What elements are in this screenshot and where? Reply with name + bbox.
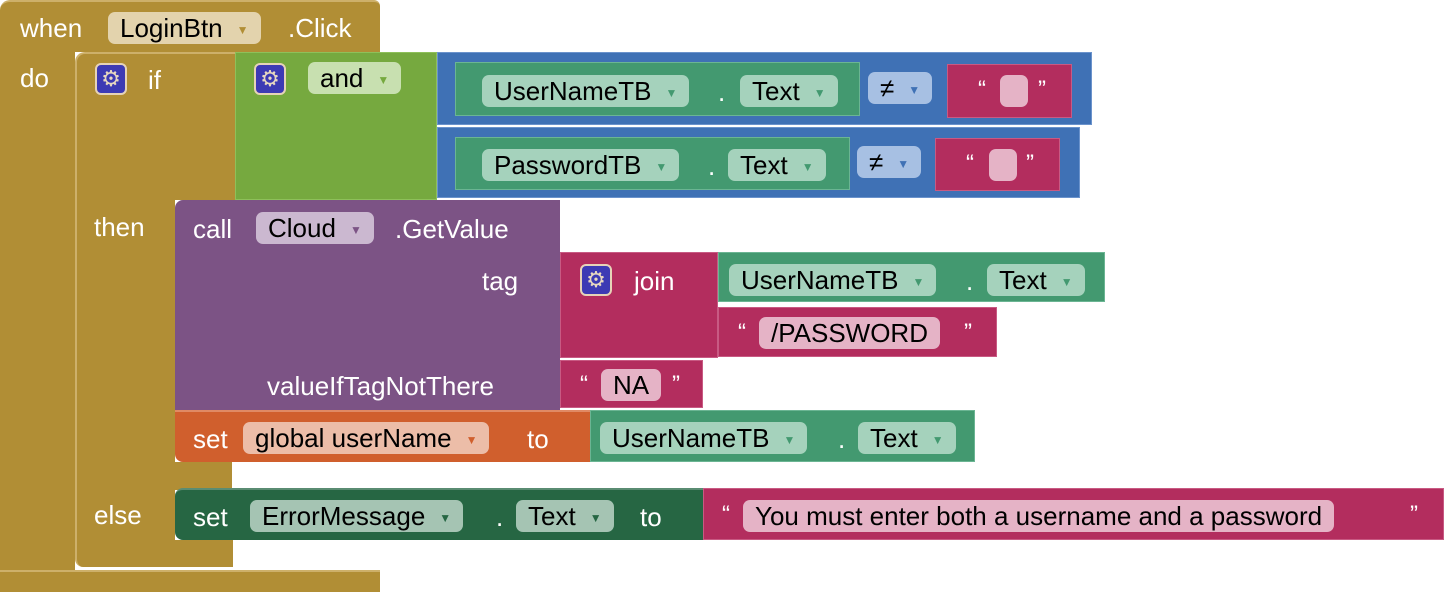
component-dropdown[interactable]: UserNameTB ▼ [482,75,690,107]
dropdown-arrow-icon: ▼ [1060,275,1073,290]
when-label: when [20,13,83,43]
if-block-footer [75,540,233,567]
dropdown-value: Text [528,501,576,531]
quote-close: ” [964,319,972,346]
quote-open: “ [722,501,730,528]
component-dropdown[interactable]: UserNameTB ▼ [600,422,808,454]
do-label: do [20,63,49,93]
dropdown-arrow-icon: ▼ [813,86,826,101]
join-label: join [634,266,675,296]
gear-icon[interactable]: ⚙ [95,63,127,95]
property-dropdown[interactable]: Text ▼ [516,500,614,532]
text-input[interactable] [989,149,1017,181]
set-label: set [193,502,228,532]
dropdown-value: ErrorMessage [262,501,426,531]
dropdown-arrow-icon: ▼ [931,433,944,448]
dropdown-arrow-icon: ▼ [377,73,390,88]
dropdown-arrow-icon: ▼ [801,160,814,175]
text-input[interactable]: You must enter both a username and a pas… [743,500,1335,532]
quote-open: “ [966,150,974,177]
gear-icon[interactable]: ⚙ [580,264,612,296]
dropdown-value: and [320,63,364,93]
to-label: to [640,502,662,532]
quote-close: ” [1038,76,1046,103]
dropdown-value: global userName [255,423,452,453]
call-label: call [193,214,233,244]
dot-label: . [718,77,726,107]
dot-label: . [708,151,716,181]
dropdown-arrow-icon: ▼ [665,86,678,101]
dot-label: . [838,424,846,454]
dropdown-arrow-icon: ▼ [897,157,910,172]
property-dropdown[interactable]: Text ▼ [858,422,956,454]
property-dropdown[interactable]: Text ▼ [728,149,826,181]
dot-label: . [496,502,504,532]
dropdown-value: Text [752,76,800,106]
dropdown-value: UserNameTB [612,423,770,453]
dropdown-arrow-icon: ▼ [439,511,452,526]
dropdown-value: UserNameTB [741,265,899,295]
if-label: if [148,65,161,95]
text-input[interactable]: NA [601,369,662,401]
quote-close: ” [1026,150,1034,177]
event-name: .Click [288,13,352,43]
dropdown-arrow-icon: ▼ [589,511,602,526]
dropdown-arrow-icon: ▼ [465,433,478,448]
dropdown-value: Text [740,150,788,180]
dropdown-value: Text [870,423,918,453]
dropdown-value: Text [999,265,1047,295]
set-label: set [193,424,228,454]
quote-close: ” [1410,501,1418,528]
dropdown-value: Cloud [268,213,336,243]
dot-label: . [966,266,974,296]
tag-label: tag [482,266,519,296]
component-dropdown[interactable]: UserNameTB ▼ [729,264,937,296]
dropdown-arrow-icon: ▼ [783,433,796,448]
event-block-body [0,52,75,592]
text-input[interactable]: /PASSWORD [759,317,940,349]
quote-open: “ [978,76,986,103]
text-input[interactable] [1000,75,1028,107]
property-dropdown[interactable]: Text ▼ [740,75,838,107]
dropdown-arrow-icon: ▼ [655,160,668,175]
quote-open: “ [580,371,588,398]
dropdown-arrow-icon: ▼ [349,223,362,238]
component-dropdown[interactable]: ErrorMessage ▼ [250,500,464,532]
compare-operator-dropdown[interactable]: ≠▼ [857,146,922,178]
component-dropdown-loginbtn[interactable]: LoginBtn ▼ [108,12,261,44]
dropdown-arrow-icon: ▼ [236,23,249,38]
value-if-tag-not-there-label: valueIfTagNotThere [267,371,494,401]
component-dropdown-cloud[interactable]: Cloud ▼ [256,212,374,244]
component-dropdown[interactable]: PasswordTB ▼ [482,149,680,181]
dropdown-value: LoginBtn [120,13,223,43]
and-operator-dropdown[interactable]: and ▼ [308,62,402,94]
dropdown-value: ≠ [880,73,895,103]
dropdown-value: PasswordTB [494,150,642,180]
if-block-body [75,200,175,545]
compare-operator-dropdown[interactable]: ≠▼ [868,72,933,104]
to-label: to [527,424,549,454]
then-label: then [94,212,145,242]
if-block-connector [175,462,232,490]
gear-icon[interactable]: ⚙ [254,63,286,95]
event-block-footer [0,570,380,592]
method-name: .GetValue [395,214,509,244]
quote-open: “ [738,319,746,346]
quote-close: ” [672,371,680,398]
dropdown-arrow-icon: ▼ [908,83,921,98]
dropdown-value: ≠ [869,147,884,177]
property-dropdown[interactable]: Text ▼ [987,264,1085,296]
dropdown-value: UserNameTB [494,76,652,106]
else-label: else [94,500,142,530]
dropdown-arrow-icon: ▼ [912,275,925,290]
variable-dropdown[interactable]: global userName ▼ [243,422,490,454]
